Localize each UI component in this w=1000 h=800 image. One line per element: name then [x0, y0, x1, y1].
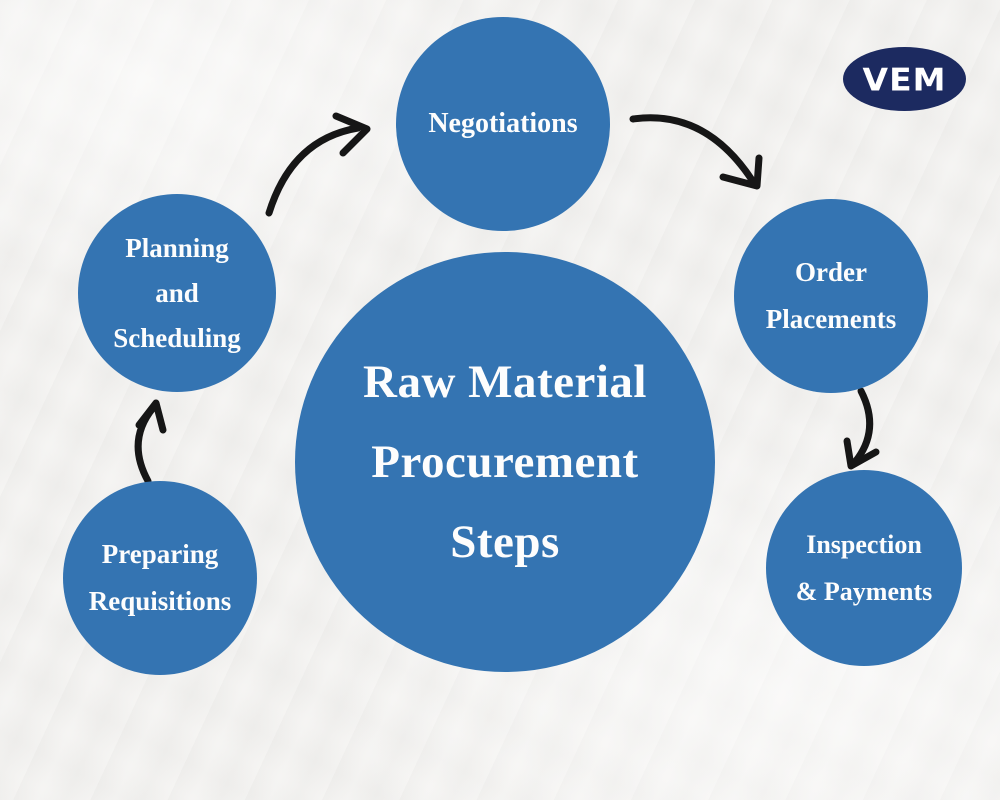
arrow-order-to-inspection-icon: [843, 387, 880, 470]
step-circle-inspection-and-payments: Inspection & Payments: [766, 470, 962, 666]
step-circle-order-placements: Order Placements: [734, 199, 928, 393]
step-circle-preparing-requisitions: Preparing Requisitions: [63, 481, 257, 675]
center-circle-raw-material-procurement-steps: Raw Material Procurement Steps: [295, 252, 715, 672]
arrow-preparing-to-planning-icon: [134, 399, 167, 485]
arrow-negotiations-to-order-icon: [629, 114, 763, 190]
step-circle-planning-and-scheduling: Planning and Scheduling: [78, 194, 276, 392]
step-label-negotiations: Negotiations: [428, 108, 578, 139]
center-title: Raw Material Procurement Steps: [363, 356, 647, 568]
step-label-planning-and-scheduling: Planning and Scheduling: [113, 232, 241, 353]
vem-logo-text: VEM: [862, 60, 947, 98]
vem-logo: VEM: [843, 47, 966, 111]
step-label-inspection-and-payments: Inspection & Payments: [795, 530, 933, 606]
step-label-order-placements: Order Placements: [765, 257, 897, 334]
step-label-preparing-requisitions: Preparing Requisitions: [88, 539, 232, 616]
arrow-planning-to-negotiations-icon: [265, 112, 371, 217]
step-circle-negotiations: Negotiations: [396, 17, 610, 231]
